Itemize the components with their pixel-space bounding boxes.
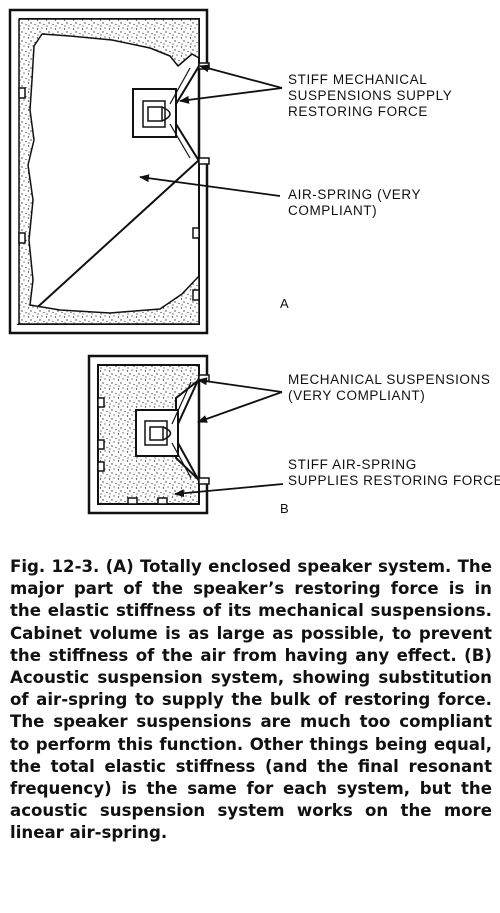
cabinet-b-brace-left-1 xyxy=(97,397,105,408)
diagram-a: STIFF MECHANICAL SUSPENSIONS SUPPLY REST… xyxy=(8,8,452,335)
cone-b-upper-inner xyxy=(171,381,192,425)
label-b-suspensions-line-1: MECHANICAL SUSPENSIONS xyxy=(288,372,491,387)
arrow-b-to-air-spring xyxy=(174,483,284,498)
cabinet-a-brace-left-2 xyxy=(18,232,26,244)
cabinet-a-lining xyxy=(18,18,200,325)
label-a-air-spring-line-1: AIR-SPRING (VERY xyxy=(288,187,421,202)
label-a-suspensions-line-3: RESTORING FORCE xyxy=(288,104,428,119)
panel-letter-a: A xyxy=(280,296,289,311)
cabinet-b-brace-bottom-2 xyxy=(157,497,168,505)
speaker-driver-b xyxy=(135,374,210,485)
panel-letter-b: B xyxy=(280,501,289,516)
caption-figure-id: Fig. 12-3. xyxy=(10,557,100,576)
arrow-a-to-air-spring xyxy=(139,174,281,197)
cabinet-b-brace-bottom-1 xyxy=(127,497,138,505)
pole-piece-b xyxy=(149,426,164,441)
surround-a-bottom xyxy=(198,157,210,165)
arrow-b-to-lower-suspension xyxy=(197,391,283,423)
cabinet-a-inner-wall xyxy=(16,18,200,325)
label-b-air-spring-line-2: SUPPLIES RESTORING FORCE xyxy=(288,473,500,488)
cone-a-upper-inner xyxy=(169,67,191,105)
label-a-suspensions-line-2: SUSPENSIONS SUPPLY xyxy=(288,88,452,103)
arrow-a-to-upper-suspension xyxy=(199,64,283,89)
arrow-a-to-lower-suspension xyxy=(179,87,283,104)
arrow-b-to-upper-suspension xyxy=(197,377,283,393)
cone-a-lower-inner xyxy=(169,123,191,159)
pole-piece-a xyxy=(147,106,163,122)
cabinet-a-brace-left-1 xyxy=(18,87,26,99)
cabinet-a-brace-right-1 xyxy=(192,227,200,239)
surround-b-bottom xyxy=(198,477,210,485)
caption-text: (A) Totally enclosed speaker system. The… xyxy=(10,557,492,843)
cabinet-a-brace-right-2 xyxy=(192,289,200,301)
label-b-air-spring-line-1: STIFF AIR-SPRING xyxy=(288,457,417,472)
label-a-suspensions-line-1: STIFF MECHANICAL xyxy=(288,72,427,87)
speaker-driver-a xyxy=(132,62,210,165)
cabinet-b-brace-left-2 xyxy=(97,439,105,450)
cone-b-lower-inner xyxy=(171,442,192,479)
figure-caption: Fig. 12-3. (A) Totally enclosed speaker … xyxy=(10,556,492,845)
figure-diagrams: STIFF MECHANICAL SUSPENSIONS SUPPLY REST… xyxy=(8,8,500,516)
diagram-b: MECHANICAL SUSPENSIONS (VERY COMPLIANT) … xyxy=(87,354,500,516)
label-a-air-spring-line-2: COMPLIANT) xyxy=(288,203,377,218)
dust-cap-a xyxy=(161,106,171,122)
label-b-suspensions-line-2: (VERY COMPLIANT) xyxy=(288,388,425,403)
dust-cap-b xyxy=(162,426,172,441)
cabinet-b-brace-left-3 xyxy=(97,461,105,472)
